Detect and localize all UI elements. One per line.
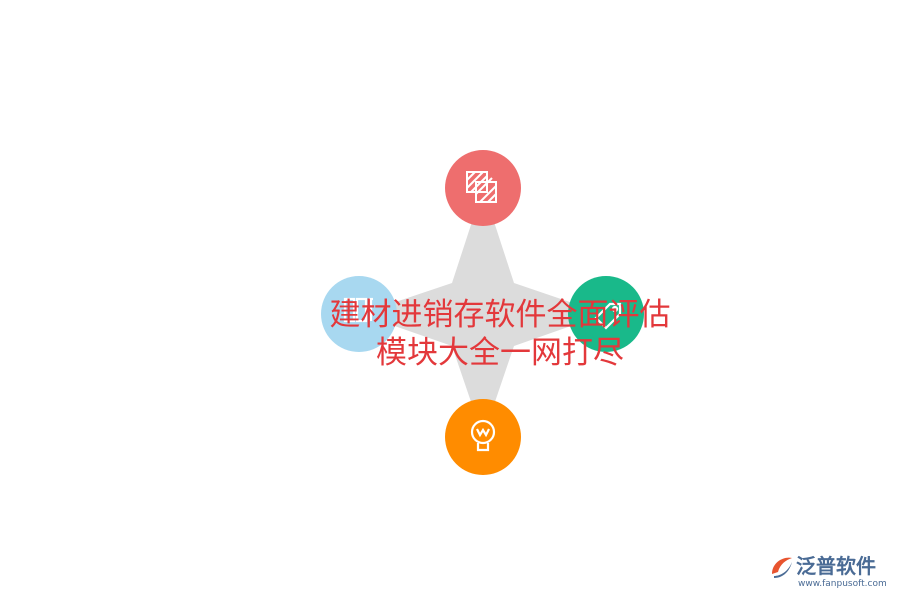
watermark: 泛普软件 www.fanpusoft.com: [766, 552, 892, 594]
watermark-url: www.fanpusoft.com: [798, 579, 887, 589]
tag-icon: [594, 302, 622, 330]
diagram-title: 建材进销存软件全面评估 模块大全一网打尽: [300, 296, 700, 372]
node-left[interactable]: [321, 276, 397, 352]
title-line-1: 建材进销存软件全面评估: [329, 297, 671, 333]
star-shape: [360, 188, 605, 437]
title-line-2: 模块大全一网打尽: [376, 335, 624, 371]
watermark-brand: 泛普软件: [796, 554, 876, 578]
columns-icon: [343, 297, 373, 323]
lightbulb-icon: [470, 419, 496, 452]
layers-hatched-icon: [466, 171, 497, 203]
fanpu-logo-icon: [772, 557, 792, 578]
node-top[interactable]: [445, 150, 521, 226]
node-bottom[interactable]: [445, 399, 521, 475]
node-right[interactable]: [568, 276, 644, 352]
